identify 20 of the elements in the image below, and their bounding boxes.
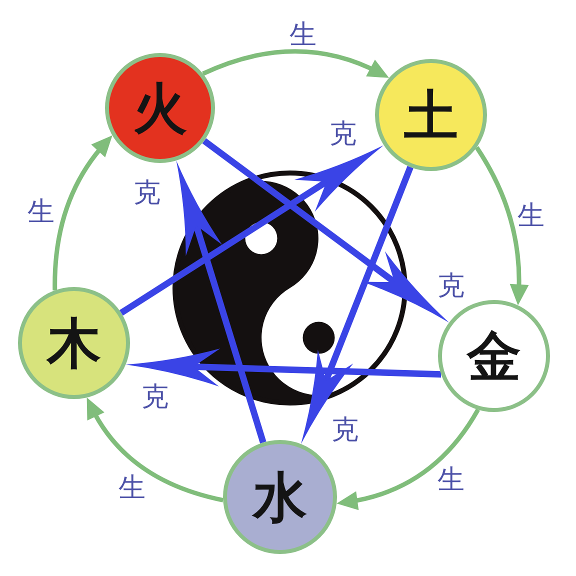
node-label: 水 [253, 470, 307, 524]
arrow [52, 135, 112, 290]
node-label: 火 [133, 81, 187, 135]
edge-label: 克 [142, 384, 168, 410]
arrow [474, 146, 528, 306]
node-label: 土 [404, 88, 458, 142]
edge-label: 生 [290, 22, 316, 48]
edge-label: 克 [438, 272, 464, 300]
edge-label: 克 [330, 120, 356, 148]
node-label: 金 [467, 329, 521, 383]
edge-label: 克 [332, 416, 358, 444]
edge-label: 克 [134, 180, 160, 206]
node-label: 木 [47, 316, 101, 370]
edge-label: 生 [438, 466, 464, 494]
arrow [336, 408, 480, 510]
edge-label: 生 [518, 202, 544, 230]
arrow [202, 49, 390, 78]
edge-label: 生 [118, 474, 146, 502]
arrow [86, 398, 224, 502]
edge-label: 生 [28, 198, 54, 226]
